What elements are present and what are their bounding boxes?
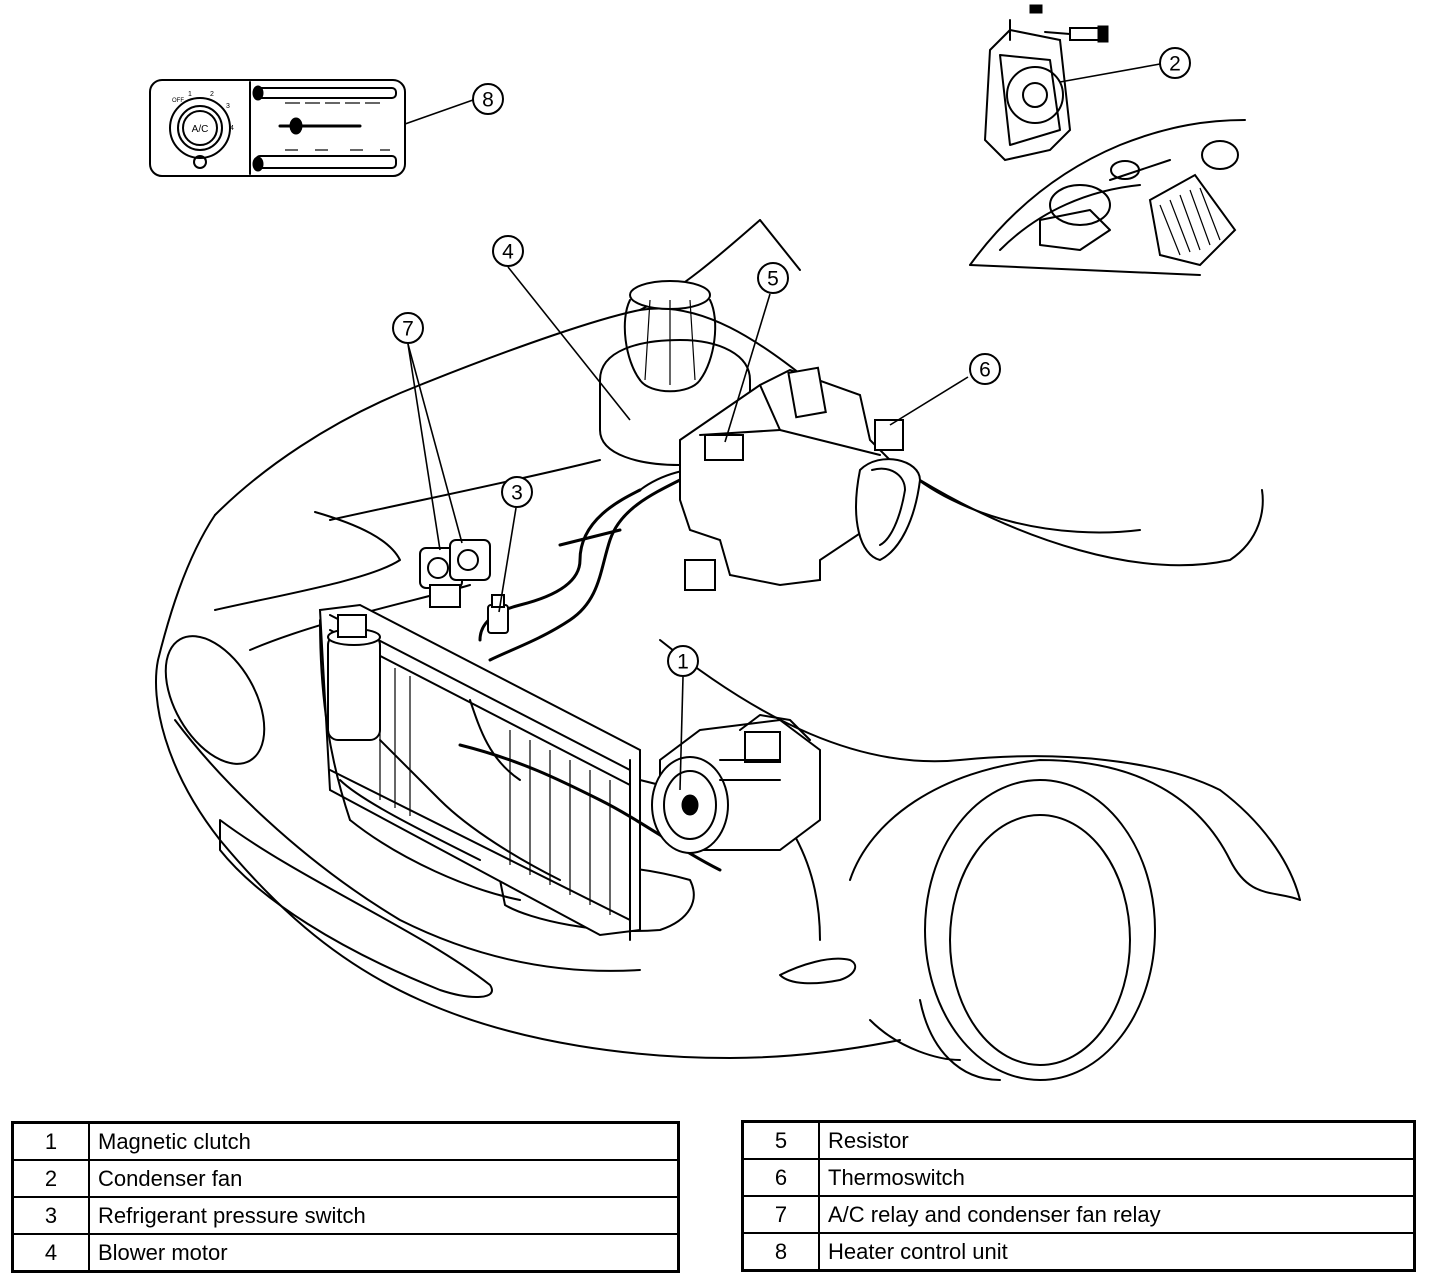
legend-number: 1	[11, 1121, 90, 1161]
ac-unit-housing	[680, 368, 920, 590]
legend-table-right: 5 Resistor 6 Thermoswitch 7 A/C relay an…	[741, 1120, 1416, 1272]
callout-8-label: 8	[482, 89, 494, 112]
callout-1-label: 1	[677, 651, 689, 674]
legend-description: Condenser fan	[88, 1159, 680, 1198]
legend-description: Refrigerant pressure switch	[88, 1196, 680, 1235]
condenser-core	[320, 605, 640, 935]
legend-row: 8 Heater control unit	[741, 1232, 1416, 1272]
legend-number: 3	[11, 1196, 90, 1235]
legend-number: 5	[741, 1120, 820, 1160]
ac-system-diagram: A/C OFF 1 2 3 4	[0, 0, 1440, 1095]
legend-row: 2 Condenser fan	[11, 1159, 680, 1198]
legend-number: 4	[11, 1233, 90, 1273]
callout-7-label: 7	[402, 318, 414, 341]
callout-5: 5	[758, 263, 788, 293]
callout-4-label: 4	[502, 241, 514, 264]
callout-4: 4	[493, 236, 523, 266]
pressure-switch	[488, 595, 508, 633]
compressor-magnetic-clutch	[652, 715, 820, 853]
legend-description: Magnetic clutch	[88, 1121, 680, 1161]
legend-row: 5 Resistor	[741, 1120, 1416, 1160]
callout-7: 7	[393, 313, 423, 343]
legend-number: 8	[741, 1232, 820, 1272]
callout-8: 8	[473, 84, 503, 114]
callout-3: 3	[502, 477, 532, 507]
legend-row: 4 Blower motor	[11, 1233, 680, 1273]
legend-row: 7 A/C relay and condenser fan relay	[741, 1195, 1416, 1234]
condenser-fan-inset	[985, 5, 1108, 160]
callout-2: 2	[1160, 48, 1190, 78]
legend-description: Thermoswitch	[818, 1158, 1416, 1197]
leader-lines	[405, 64, 1160, 790]
engine-bay-inset	[970, 120, 1245, 275]
callout-5-label: 5	[767, 268, 779, 291]
legend-number: 2	[11, 1159, 90, 1198]
svg-text:4: 4	[230, 125, 234, 132]
callout-6-label: 6	[979, 359, 991, 382]
legend-description: Blower motor	[88, 1233, 680, 1273]
callout-2-label: 2	[1169, 53, 1181, 76]
callout-1: 1	[668, 646, 698, 676]
relay-pair	[420, 540, 490, 607]
legend-row: 6 Thermoswitch	[741, 1158, 1416, 1197]
legend-number: 7	[741, 1195, 820, 1234]
legend-row: 3 Refrigerant pressure switch	[11, 1196, 680, 1235]
receiver-drier	[328, 615, 380, 740]
callout-6: 6	[970, 354, 1000, 384]
svg-text:1: 1	[188, 91, 192, 98]
svg-text:3: 3	[226, 103, 230, 110]
callout-3-label: 3	[511, 482, 523, 505]
svg-text:2: 2	[210, 91, 214, 98]
car-body-outline	[145, 220, 1300, 1080]
legend-number: 6	[741, 1158, 820, 1197]
legend-table-left: 1 Magnetic clutch 2 Condenser fan 3 Refr…	[11, 1121, 680, 1273]
legend-row: 1 Magnetic clutch	[11, 1121, 680, 1161]
ac-knob-label: A/C	[192, 124, 209, 135]
svg-text:OFF: OFF	[172, 98, 184, 104]
legend-description: Resistor	[818, 1120, 1416, 1160]
legend-description: Heater control unit	[818, 1232, 1416, 1272]
heater-control-unit-inset: A/C OFF 1 2 3 4	[150, 80, 405, 176]
legend-description: A/C relay and condenser fan relay	[818, 1195, 1416, 1234]
